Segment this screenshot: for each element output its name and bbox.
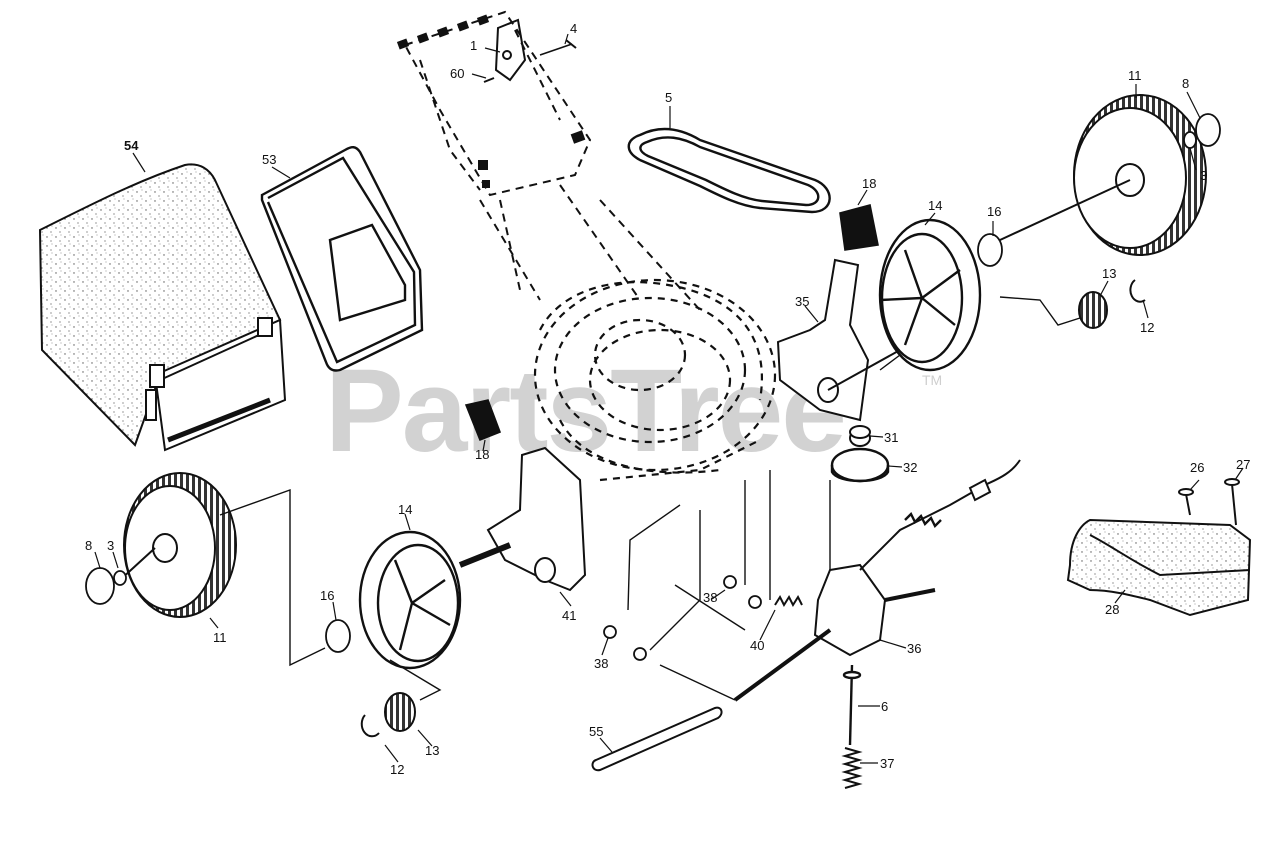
callout-13-top: 13 bbox=[1102, 266, 1116, 281]
handle-assembly bbox=[403, 10, 701, 311]
callout-12-top: 12 bbox=[1140, 320, 1154, 335]
callout-13-left: 13 bbox=[425, 743, 439, 758]
connector-lines bbox=[219, 296, 1081, 701]
grass-bag bbox=[38, 163, 287, 452]
control-cable bbox=[859, 459, 1021, 571]
watermark-trademark: TM bbox=[922, 372, 943, 388]
shaft-6 bbox=[842, 664, 862, 746]
watermark-text: PartsTree bbox=[325, 345, 847, 477]
bracket-left bbox=[458, 446, 587, 592]
gear-right bbox=[1078, 291, 1108, 329]
screws-26-27 bbox=[1178, 478, 1240, 526]
spring-37 bbox=[841, 747, 863, 789]
callout-54: 54 bbox=[124, 138, 139, 153]
callout-32: 32 bbox=[903, 460, 917, 475]
callout-38-b: 38 bbox=[703, 590, 717, 605]
clips bbox=[360, 279, 1146, 738]
callout-36: 36 bbox=[907, 641, 921, 656]
callout-1: 1 bbox=[470, 38, 477, 53]
wheel-rear-left bbox=[119, 472, 237, 618]
bushing bbox=[849, 425, 871, 447]
bag-frame bbox=[260, 146, 424, 372]
callout-37: 37 bbox=[880, 756, 894, 771]
rear-flap bbox=[1066, 518, 1252, 617]
handle-pieces bbox=[396, 14, 586, 188]
callout-27: 27 bbox=[1236, 457, 1250, 472]
callout-8-top: 8 bbox=[1182, 76, 1189, 91]
mower-deck bbox=[533, 278, 777, 482]
callout-11-left: 11 bbox=[213, 630, 227, 645]
callout-31: 31 bbox=[884, 430, 898, 445]
wheel-front-right bbox=[878, 218, 982, 372]
spring-40 bbox=[774, 594, 803, 608]
callout-11-top: 11 bbox=[1128, 68, 1142, 83]
hubcap-right bbox=[1183, 113, 1221, 149]
washers bbox=[325, 233, 1003, 653]
cover-disc bbox=[830, 447, 890, 483]
nuts bbox=[603, 575, 762, 661]
gear-left bbox=[384, 692, 416, 732]
leader-lines bbox=[94, 33, 1244, 764]
callout-55: 55 bbox=[589, 724, 603, 739]
callout-14-top: 14 bbox=[928, 198, 942, 213]
callout-labels: 1 4 60 5 11 8 3 54 53 18 14 16 13 12 35 … bbox=[85, 21, 1250, 777]
transmission bbox=[733, 563, 936, 702]
callout-38-a: 38 bbox=[594, 656, 608, 671]
wheel-rear-right bbox=[999, 94, 1207, 256]
callout-12-left: 12 bbox=[390, 762, 404, 777]
callout-3-left: 3 bbox=[107, 538, 114, 553]
callout-18-top: 18 bbox=[862, 176, 876, 191]
callout-8-left: 8 bbox=[85, 538, 92, 553]
callout-4: 4 bbox=[570, 21, 577, 36]
drive-belt bbox=[627, 127, 831, 214]
callout-28: 28 bbox=[1105, 602, 1119, 617]
callout-60: 60 bbox=[450, 66, 464, 81]
callout-35: 35 bbox=[795, 294, 809, 309]
callout-26: 26 bbox=[1190, 460, 1204, 475]
callout-6: 6 bbox=[881, 699, 888, 714]
callout-16-top: 16 bbox=[987, 204, 1001, 219]
callout-40: 40 bbox=[750, 638, 764, 653]
callout-41: 41 bbox=[562, 608, 576, 623]
callout-18-left: 18 bbox=[475, 447, 489, 462]
adjuster-handles bbox=[464, 204, 879, 442]
callout-3-top: 3 bbox=[1200, 168, 1207, 183]
hubcap-left bbox=[85, 567, 127, 605]
wheel-front-left bbox=[358, 530, 462, 670]
callout-5: 5 bbox=[665, 90, 672, 105]
callout-16-left: 16 bbox=[320, 588, 334, 603]
callout-14-left: 14 bbox=[398, 502, 412, 517]
axle-rod bbox=[591, 706, 723, 772]
callout-53: 53 bbox=[262, 152, 276, 167]
control-bracket bbox=[483, 18, 577, 83]
bracket-right bbox=[776, 258, 901, 422]
